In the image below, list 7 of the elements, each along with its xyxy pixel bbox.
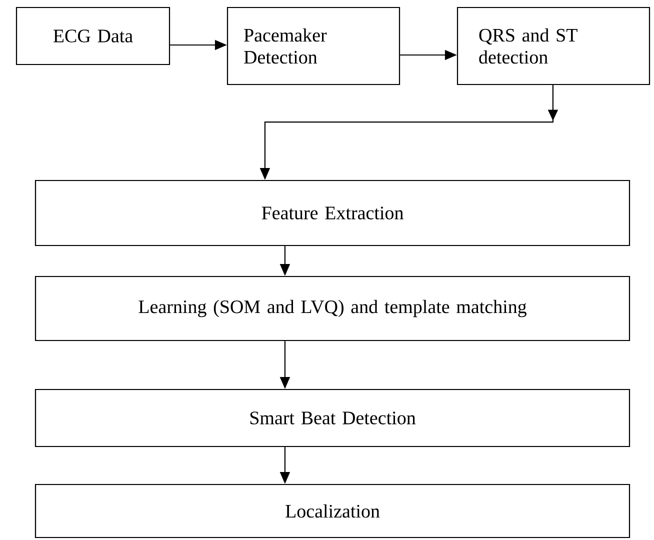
process-box: Pacemaker Detection xyxy=(226,6,400,86)
process-box: QRS and ST detection xyxy=(456,6,650,86)
process-box: Localization xyxy=(34,484,630,538)
process-box: Smart Beat Detection xyxy=(34,388,630,448)
process-box: Feature Extraction xyxy=(34,180,630,246)
process-box: ECG Data xyxy=(16,6,170,66)
process-box: Learning (SOM and LVQ) and template matching xyxy=(34,276,630,342)
